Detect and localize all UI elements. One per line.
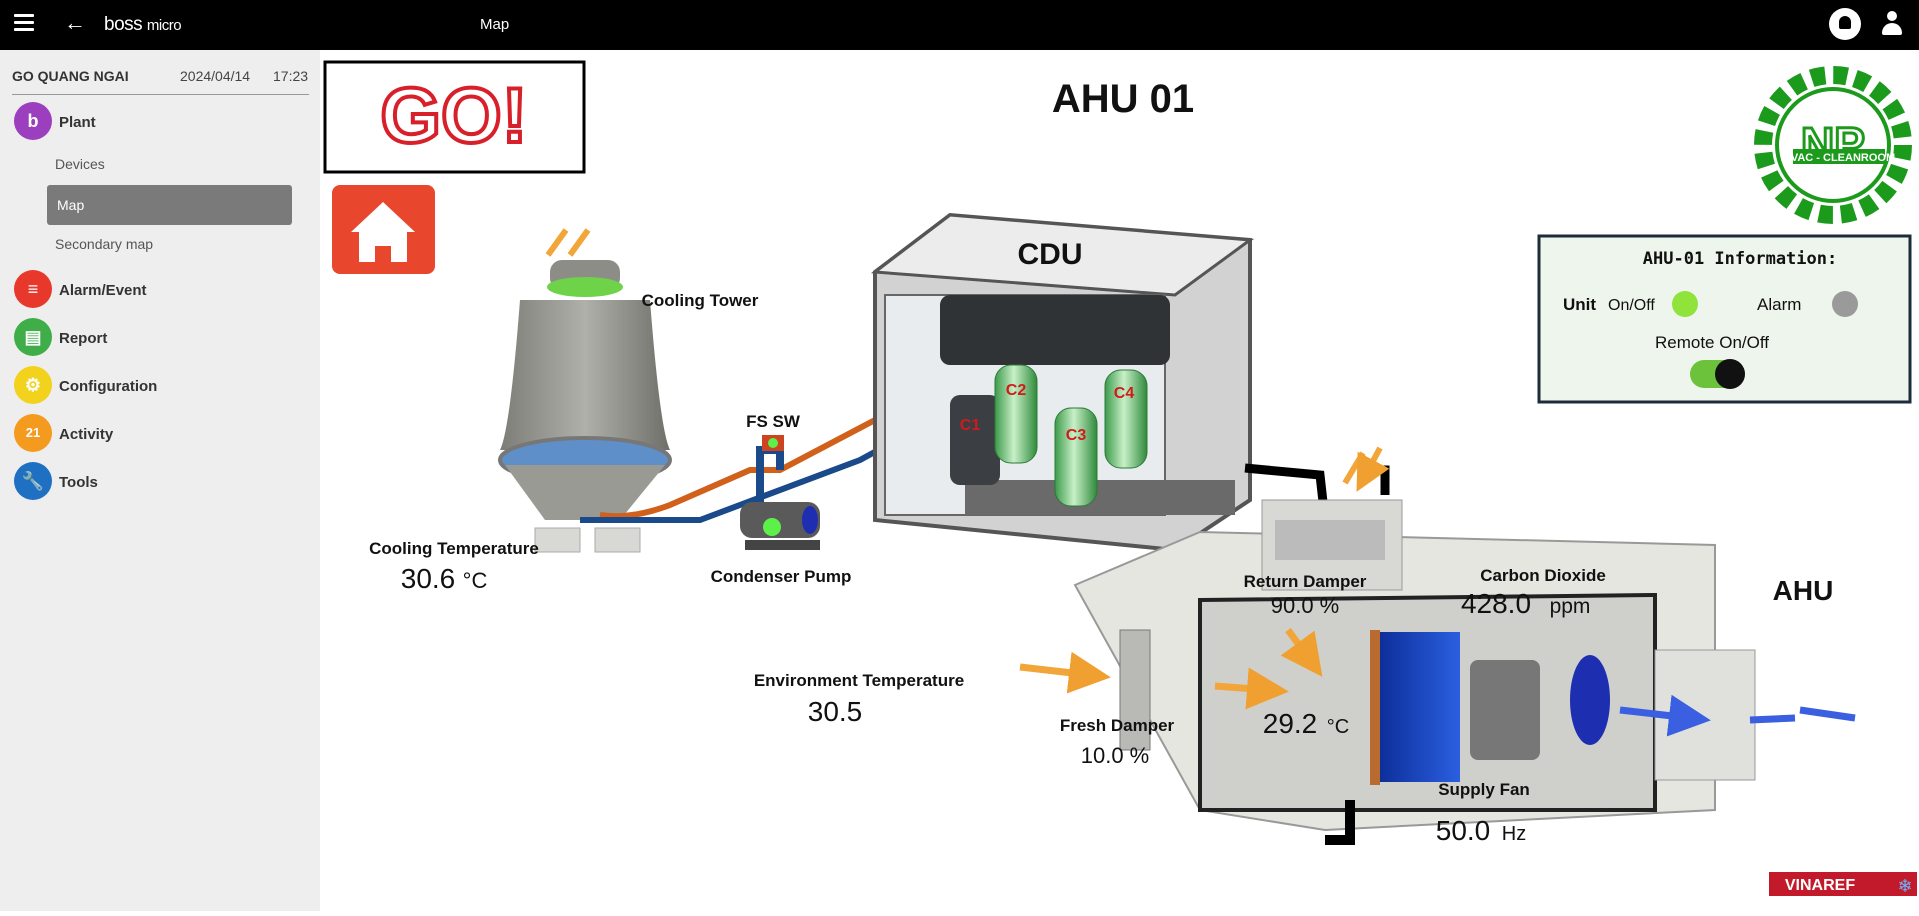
ahu-unit[interactable] <box>1073 499 1756 832</box>
bell-icon[interactable] <box>1829 8 1861 40</box>
calendar-icon: 21 <box>14 414 52 452</box>
sidebar-item-devices[interactable]: Devices <box>55 156 105 172</box>
menu-icon[interactable] <box>14 14 34 32</box>
remote-onoff-toggle[interactable] <box>1690 359 1745 389</box>
sidebar-item-map[interactable]: Map <box>47 185 292 225</box>
sidebar-item-activity[interactable]: 21 Activity <box>14 414 304 454</box>
remote-onoff-label: Remote On/Off <box>1655 333 1769 352</box>
hvac-diagram: GO! AHU 01 NP HVAC - CLEANROOM AHU-01 In… <box>323 60 1917 896</box>
sidebar: GO QUANG NGAI 2024/04/14 17:23 b Plant D… <box>0 50 320 911</box>
sidebar-item-plant[interactable]: b Plant <box>14 102 304 142</box>
return-damper-label: Return Damper <box>1244 572 1367 591</box>
alarm-status-indicator <box>1832 291 1858 317</box>
cooling-temp-label: Cooling Temperature <box>369 539 539 558</box>
divider <box>12 94 309 95</box>
page-title: Map <box>480 16 510 33</box>
wrench-icon: 🔧 <box>14 462 52 500</box>
unit-status-indicator <box>1672 291 1698 317</box>
gear-icon: ⚙ <box>14 366 52 404</box>
sidebar-item-alarm[interactable]: ≡ Alarm/Event <box>14 270 304 310</box>
sidebar-item-label: Tools <box>59 474 98 491</box>
user-icon[interactable] <box>1881 11 1903 37</box>
svg-text:❄: ❄ <box>1897 876 1912 896</box>
co2-unit: ppm <box>1550 595 1591 618</box>
condenser-pump[interactable] <box>740 502 820 550</box>
site-date: 2024/04/14 <box>180 68 251 84</box>
supply-fan-unit: Hz <box>1502 823 1526 845</box>
map-canvas: GO! AHU 01 NP HVAC - CLEANROOM AHU-01 In… <box>320 50 1919 911</box>
fresh-damper-label: Fresh Damper <box>1060 716 1175 735</box>
np-hvac-logo: NP HVAC - CLEANROOM <box>1754 66 1912 224</box>
env-temp-label: Environment Temperature <box>754 671 964 690</box>
co2-value: 428.0 <box>1461 588 1531 619</box>
sidebar-item-secondary-map[interactable]: Secondary map <box>55 236 154 252</box>
unit-label: Unit <box>1563 295 1596 314</box>
hot-water-pipe <box>599 367 972 520</box>
cdu-unit[interactable] <box>870 212 1255 553</box>
co2-label: Carbon Dioxide <box>1480 566 1606 585</box>
compressor-c2-label: C2 <box>1006 382 1027 399</box>
svg-text:VINAREF: VINAREF <box>1785 877 1855 894</box>
supply-temp-unit: °C <box>1327 716 1349 738</box>
fresh-damper-value: 10.0 % <box>1081 743 1150 768</box>
sidebar-item-tools[interactable]: 🔧 Tools <box>14 462 304 502</box>
sidebar-item-report[interactable]: ▤ Report <box>14 318 304 358</box>
supply-temp-value: 29.2 <box>1263 708 1318 739</box>
compressor-c1-label: C1 <box>960 417 981 434</box>
top-bar: ← boss micro Map <box>0 0 1919 50</box>
sidebar-item-configuration[interactable]: ⚙ Configuration <box>14 366 304 406</box>
app-logo: boss micro <box>104 14 182 35</box>
diagram-heading: AHU 01 <box>1052 77 1194 121</box>
plant-icon: b <box>14 102 52 140</box>
home-button[interactable] <box>332 185 435 274</box>
condenser-pump-label: Condenser Pump <box>711 567 852 586</box>
svg-text:HVAC - CLEANROOM: HVAC - CLEANROOM <box>1783 152 1895 164</box>
info-panel-title: AHU-01 Information: <box>1643 249 1837 269</box>
home-icon <box>351 202 415 262</box>
fs-sw-label: FS SW <box>746 412 801 431</box>
vinaref-logo: VINAREF ❄ <box>1769 872 1917 896</box>
supply-fan-value: 50.0 <box>1436 815 1491 846</box>
cooling-tower[interactable] <box>498 228 672 553</box>
back-arrow-icon[interactable]: ← <box>64 10 86 35</box>
compressor-c4-label: C4 <box>1114 385 1135 402</box>
onoff-label: On/Off <box>1608 297 1655 314</box>
sidebar-item-label: Configuration <box>59 378 158 395</box>
return-damper-value: 90.0 % <box>1271 593 1340 618</box>
report-icon: ▤ <box>14 318 52 356</box>
supply-fan-label: Supply Fan <box>1438 780 1530 799</box>
sidebar-item-label: Plant <box>59 114 96 131</box>
ahu-info-panel: AHU-01 Information: Unit On/Off Alarm Re… <box>1537 234 1912 404</box>
sidebar-item-label: Activity <box>59 426 114 443</box>
go-logo: GO! <box>323 60 586 174</box>
alarm-list-icon: ≡ <box>14 270 52 308</box>
site-name: GO QUANG NGAI <box>12 68 129 84</box>
sidebar-item-label: Report <box>59 330 108 347</box>
cooling-temp-unit: °C <box>463 568 488 593</box>
compressor-c3-label: C3 <box>1066 427 1087 444</box>
alarm-label: Alarm <box>1757 295 1801 314</box>
ahu-label: AHU <box>1773 575 1834 606</box>
sidebar-item-label: Alarm/Event <box>59 282 147 299</box>
site-time: 17:23 <box>273 68 309 84</box>
env-temp-value: 30.5 <box>808 696 863 727</box>
svg-text:GO!: GO! <box>380 71 527 159</box>
cdu-label: CDU <box>1018 238 1083 271</box>
cooling-temp-value: 30.6 <box>401 563 456 594</box>
cooling-tower-label: Cooling Tower <box>642 291 759 310</box>
